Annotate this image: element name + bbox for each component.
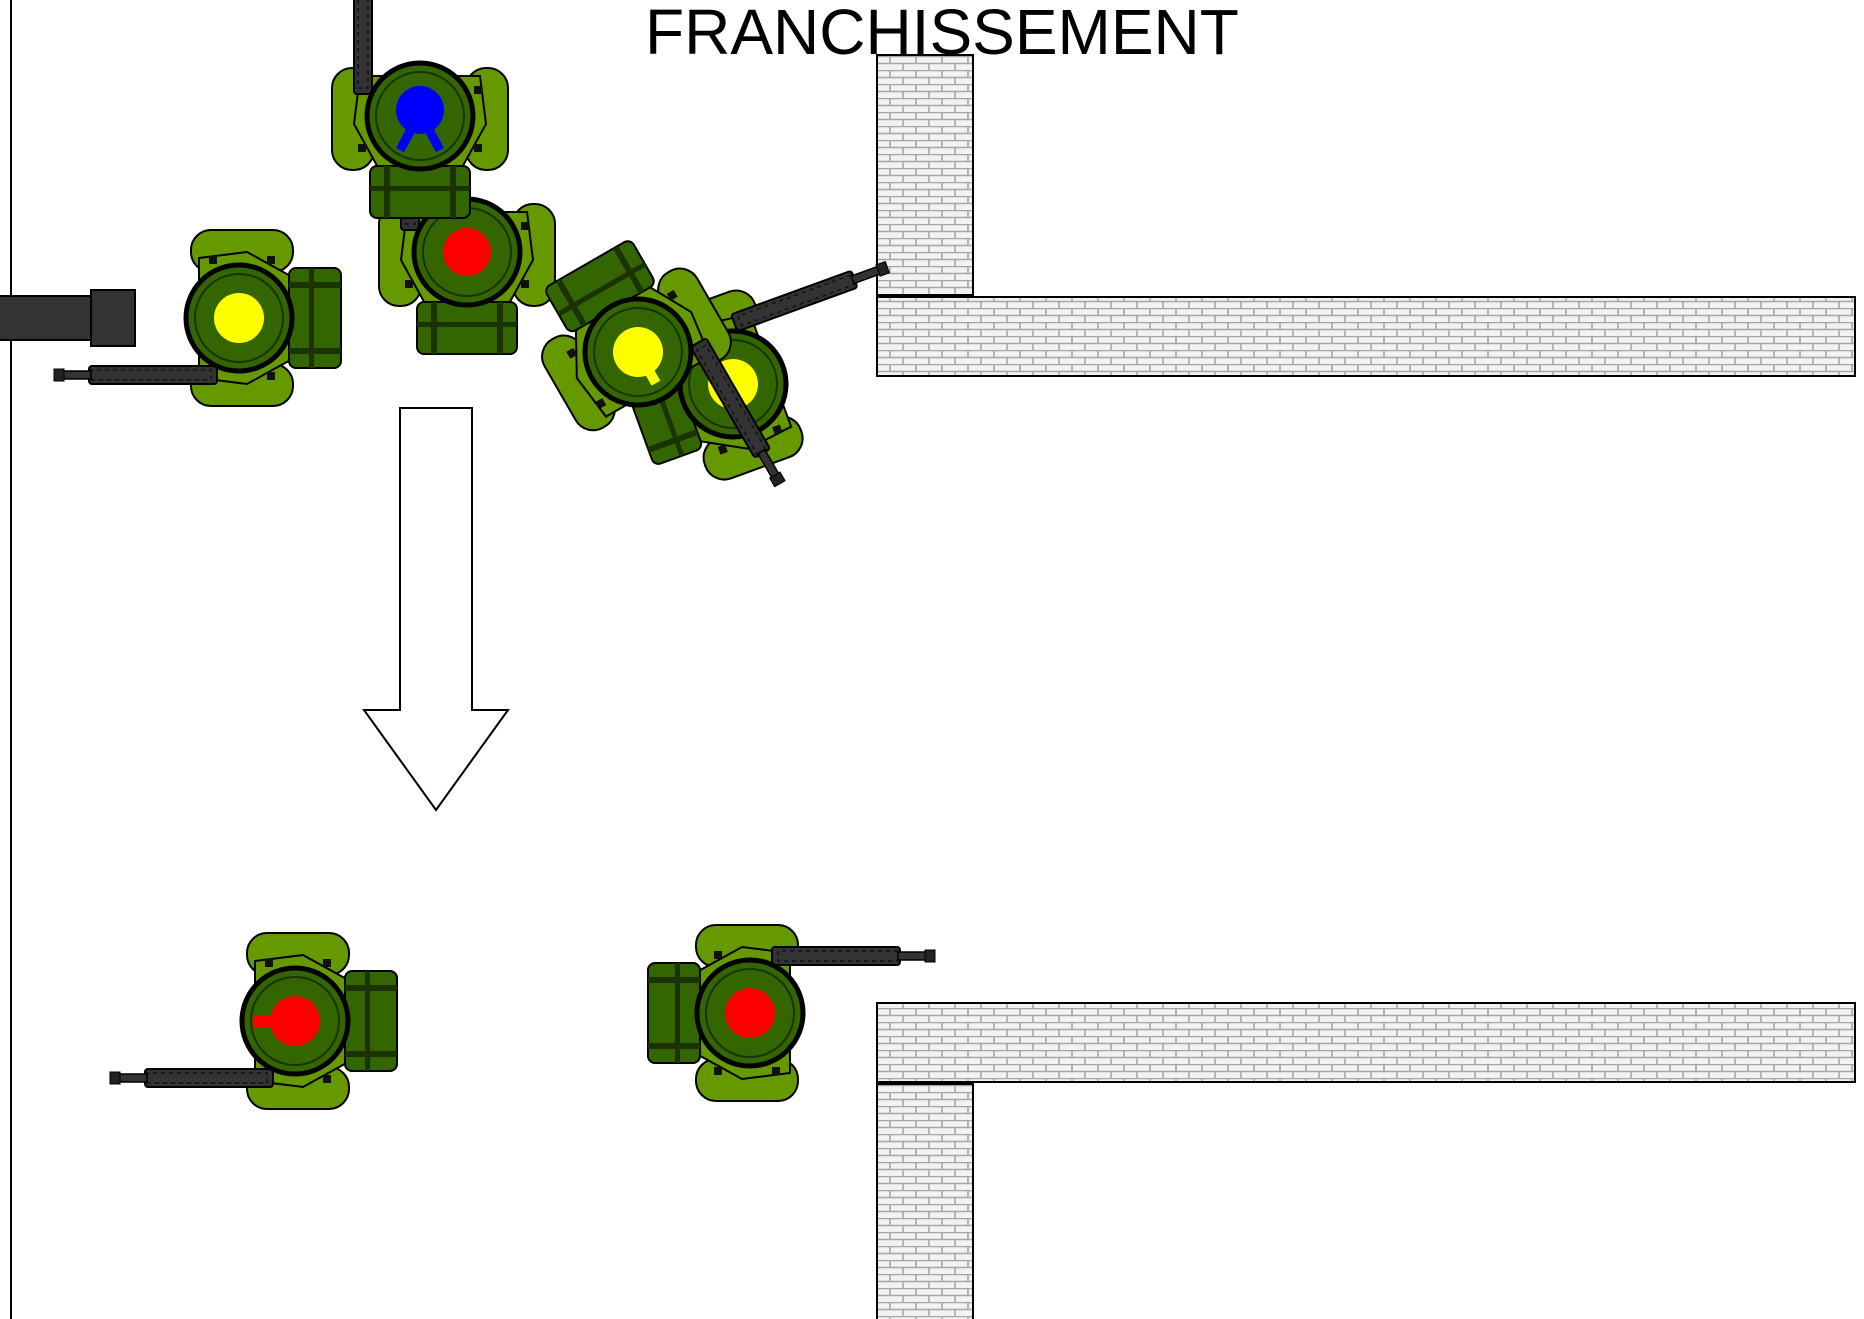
leader-marker-blue [396,86,444,134]
wall-top [876,54,1856,377]
wall-bottom [876,1002,1856,1319]
wall-bottom-horizontal [876,1002,1856,1083]
soldier-yellow-left [0,230,341,406]
wall-top-vertical [876,54,974,296]
soldier-red-bottom-left [110,933,397,1109]
team-marker-yellow-dot [214,293,264,343]
wall-top-horizontal [876,296,1856,377]
team-marker-red-dot [443,228,491,276]
soldier-blue-leader [332,0,508,218]
wall-bottom-vertical [876,1083,974,1319]
team-marker-red-dot [270,996,320,1046]
diagram-title: FRANCHISSEMENT [645,0,1239,68]
movement-arrow [362,407,510,812]
team-marker-red-dot [725,988,775,1038]
soldier-yellow-angled [511,220,807,557]
soldier-red-center [379,67,555,354]
soldier-red-bottom-right [648,925,935,1101]
